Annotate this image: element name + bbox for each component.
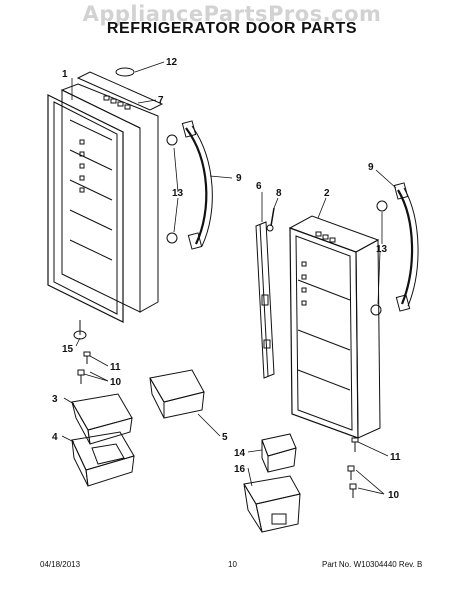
right-door-assembly <box>288 215 381 439</box>
callout-6: 6 <box>256 181 262 192</box>
right-handle <box>370 182 419 316</box>
callout-2: 7 <box>158 95 164 106</box>
callout-13-right: 13 <box>376 244 388 255</box>
callout-labels: 1 12 7 9 13 6 8 2 9 13 15 11 10 3 4 5 14… <box>52 57 401 501</box>
callout-10-left: 10 <box>110 377 122 388</box>
callout-9-left: 9 <box>236 173 242 184</box>
callout-3: 3 <box>52 394 58 405</box>
callout-16: 16 <box>234 464 246 475</box>
part-12-cap <box>115 67 135 77</box>
footer-date: 04/18/2013 <box>40 560 81 569</box>
callout-8: 1 <box>62 69 68 80</box>
callout-13-left: 13 <box>172 188 184 199</box>
callout-1: 2 <box>324 188 330 199</box>
callout-5: 5 <box>222 432 228 443</box>
footer-part-number: Part No. W10304440 Rev. B <box>322 560 423 569</box>
part-16-bin <box>243 475 301 533</box>
callout-11-left: 11 <box>110 362 121 373</box>
callout-12: 12 <box>166 57 178 68</box>
right-hinge-hardware <box>347 437 359 498</box>
part-3-bin-cover <box>71 393 133 445</box>
callout-7: 8 <box>276 188 282 199</box>
callout-10-right: 10 <box>388 490 400 501</box>
page-title: REFRIGERATOR DOOR PARTS <box>106 20 358 37</box>
leader-lines <box>61 61 397 495</box>
part-4-bin <box>71 431 135 487</box>
callout-4: 4 <box>52 432 58 443</box>
left-handle <box>166 120 213 250</box>
part-14-bin <box>261 433 297 473</box>
left-hinge-hardware <box>73 320 91 384</box>
part-7-screw <box>266 207 275 232</box>
callout-14: 14 <box>234 448 246 459</box>
callout-9-right: 9 <box>368 162 374 173</box>
footer-page-number: 10 <box>228 560 237 569</box>
part-6-mullion <box>255 221 275 379</box>
watermark: AppliancePartsPros.com <box>82 2 382 26</box>
callout-11-right: 11 <box>390 452 401 463</box>
callout-15: 15 <box>62 344 74 355</box>
part-5-door-bin <box>149 369 205 419</box>
left-door-assembly <box>47 71 164 323</box>
